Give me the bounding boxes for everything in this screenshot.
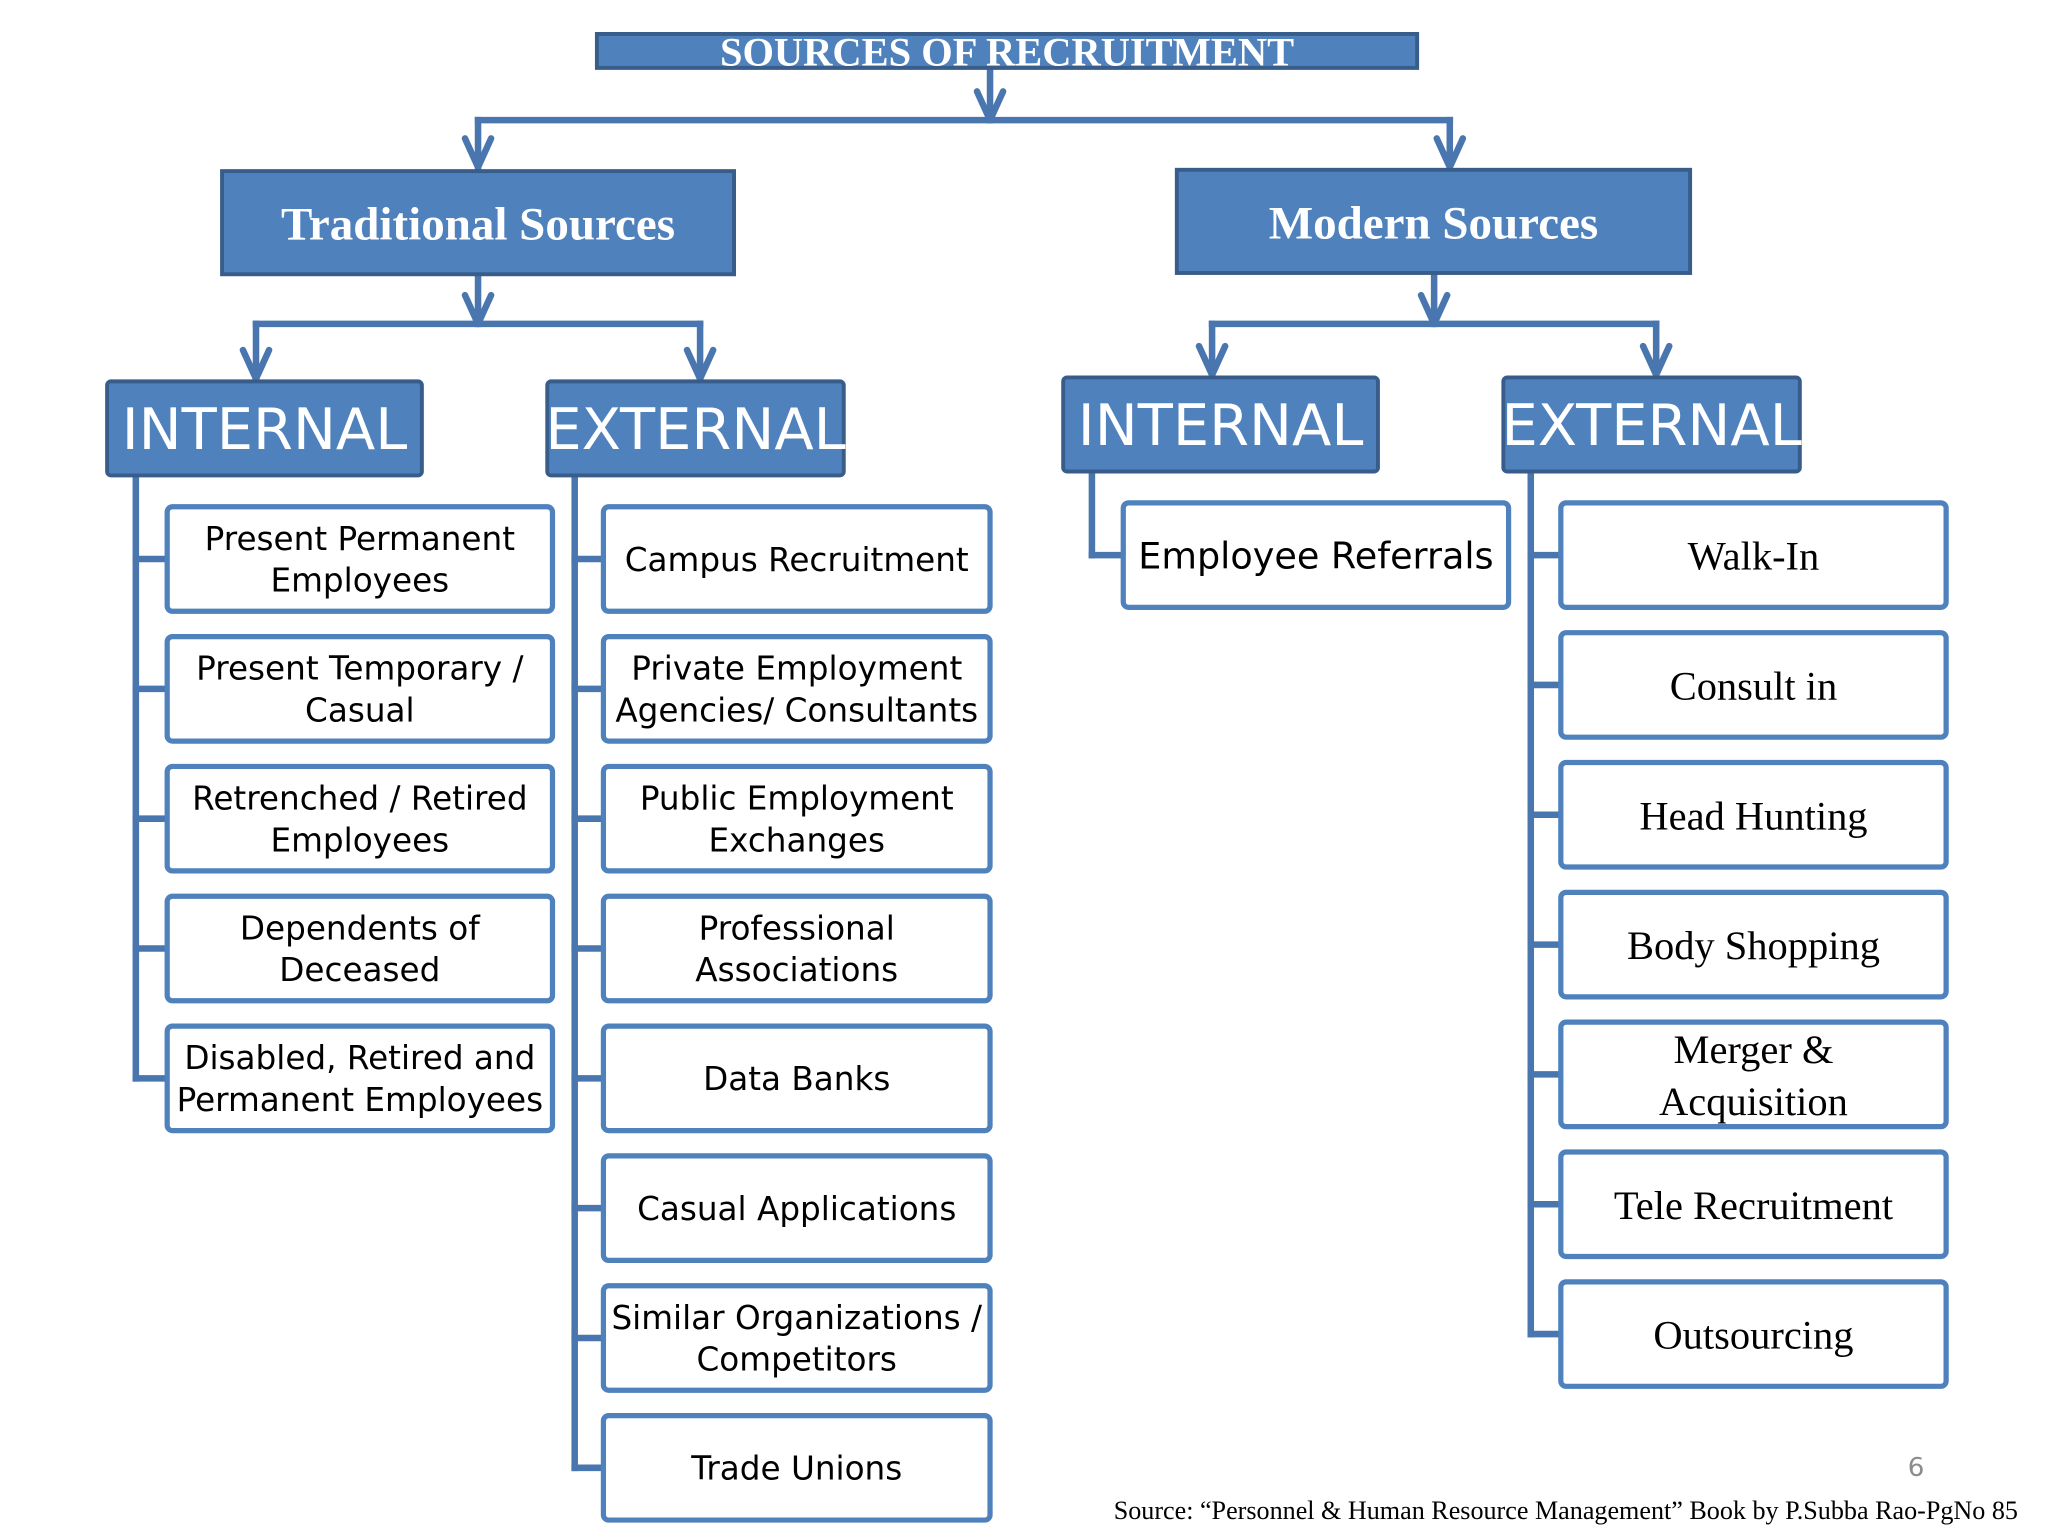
source-item-text-line: Employee Referrals	[1138, 534, 1493, 577]
modern-sources-box-label: Modern Sources	[1269, 197, 1599, 249]
source-item-text-line: Associations	[695, 951, 898, 989]
source-item-box	[600, 633, 993, 744]
source-item-box	[164, 1023, 556, 1134]
arrow-down-icon	[461, 135, 495, 171]
source-item-text-line: Deceased	[279, 951, 440, 989]
main-title-box-label: SOURCES OF RECRUITMENT	[720, 30, 1294, 75]
arrow-down-icon	[1195, 342, 1229, 379]
source-item-text-line: Exchanges	[708, 821, 885, 859]
source-item-box	[1558, 759, 1949, 870]
source-item-text: Merger & Acquisition	[1659, 1027, 1848, 1124]
source-item-text-line: Public Employment	[640, 780, 954, 818]
source-item-text-line: Dependents of	[240, 909, 481, 947]
source-item-text-line: Competitors	[697, 1341, 897, 1379]
source-item-text: Data Banks	[703, 1060, 890, 1098]
traditional-external-box	[545, 379, 846, 478]
source-item-text-line: Head Hunting	[1639, 793, 1867, 838]
source-item-text-line: Body Shopping	[1627, 923, 1880, 968]
source-note: Source: “Personnel & Human Resource Mana…	[1114, 1496, 2018, 1525]
source-item-box	[164, 763, 556, 874]
connectors	[132, 64, 1673, 1472]
source-item-text-line: Campus Recruitment	[625, 541, 969, 579]
modern-internal-box-label: INTERNAL	[1078, 392, 1364, 459]
source-item-text-line: Trade Unions	[690, 1450, 902, 1488]
arrow-down-icon	[239, 346, 273, 383]
page-number: 6	[1908, 1453, 1925, 1483]
source-item-text-line: Data Banks	[703, 1060, 890, 1098]
modern-sources-box	[1174, 167, 1693, 275]
traditional-external-box-label: EXTERNAL	[545, 396, 845, 463]
source-item-text: Outsourcing	[1653, 1313, 1853, 1358]
source-item-text: Tele Recruitment	[1614, 1183, 1893, 1228]
arrow-down-icon	[1433, 135, 1467, 171]
arrow-down-icon	[683, 346, 717, 383]
modern-external-box	[1501, 375, 1802, 474]
source-item-box	[600, 763, 993, 874]
source-item-text: Casual Applications	[637, 1190, 956, 1228]
source-item-text: Campus Recruitment	[625, 541, 969, 579]
source-item-text: Present Temporary / Casual	[196, 650, 523, 730]
source-item-text-line: Present Temporary /	[196, 650, 523, 688]
source-item-text: Dependents of Deceased	[240, 909, 481, 989]
source-item-text-line: Present Permanent	[205, 520, 516, 558]
source-item-box	[164, 893, 556, 1004]
source-item-text: Walk-In	[1688, 534, 1820, 579]
source-item-text-line: Private Employment	[631, 650, 962, 688]
source-item-text-line: Acquisition	[1659, 1079, 1848, 1124]
source-item-text-line: Employees	[271, 821, 450, 859]
source-item-box	[164, 504, 556, 614]
arrow-down-icon	[1639, 342, 1673, 379]
source-item-text-line: Merger &	[1673, 1027, 1833, 1072]
source-item-text: Head Hunting	[1639, 793, 1867, 838]
source-item-box	[1558, 630, 1949, 740]
source-item-box	[1558, 889, 1949, 1000]
source-item-box	[1558, 500, 1949, 610]
source-item-text-line: Casual	[305, 692, 415, 730]
source-item-text: Employee Referrals	[1138, 534, 1493, 577]
traditional-internal-box-label: INTERNAL	[122, 396, 408, 463]
source-item-box	[600, 1412, 993, 1523]
source-item-box	[600, 1023, 993, 1134]
source-item-box	[600, 893, 993, 1004]
source-item-box	[600, 1283, 993, 1393]
source-item-box	[1120, 500, 1512, 610]
source-item-text: Trade Unions	[690, 1450, 902, 1488]
source-item-text-line: Walk-In	[1688, 534, 1820, 579]
modern-external-box-label: EXTERNAL	[1501, 392, 1801, 459]
source-item-text: Body Shopping	[1627, 923, 1880, 968]
source-item-text-line: Casual Applications	[637, 1190, 956, 1228]
source-item-box	[164, 633, 556, 744]
source-item-text-line: Similar Organizations /	[611, 1299, 982, 1337]
source-item-text: Similar Organizations / Competitors	[611, 1299, 982, 1379]
source-item-text-line: Employees	[271, 562, 450, 600]
source-item-box	[600, 504, 993, 614]
traditional-sources-box	[220, 169, 736, 277]
source-item-box	[1558, 1019, 1949, 1130]
traditional-internal-box	[105, 379, 424, 478]
source-item-text-line: Consult in	[1670, 664, 1838, 709]
main-title-box	[594, 31, 1420, 70]
modern-internal-box	[1061, 375, 1380, 474]
source-item-text-line: Professional	[699, 909, 895, 947]
source-item-text: Consult in	[1670, 664, 1838, 709]
source-item-box	[1558, 1279, 1949, 1389]
source-item-text-line: Agencies/ Consultants	[615, 692, 978, 730]
source-item-box	[600, 1153, 993, 1264]
source-item-text-line: Retrenched / Retired	[192, 780, 527, 818]
source-item-text-line: Permanent Employees	[177, 1081, 544, 1119]
traditional-sources-box-label: Traditional Sources	[281, 199, 675, 251]
source-item-text-line: Tele Recruitment	[1614, 1183, 1893, 1228]
nodes: SOURCES OF RECRUITMENT Traditional Source…	[105, 30, 1949, 1523]
source-item-text-line: Disabled, Retired and	[184, 1039, 535, 1077]
source-item-box	[1558, 1149, 1949, 1260]
source-item-text-line: Outsourcing	[1653, 1313, 1853, 1358]
